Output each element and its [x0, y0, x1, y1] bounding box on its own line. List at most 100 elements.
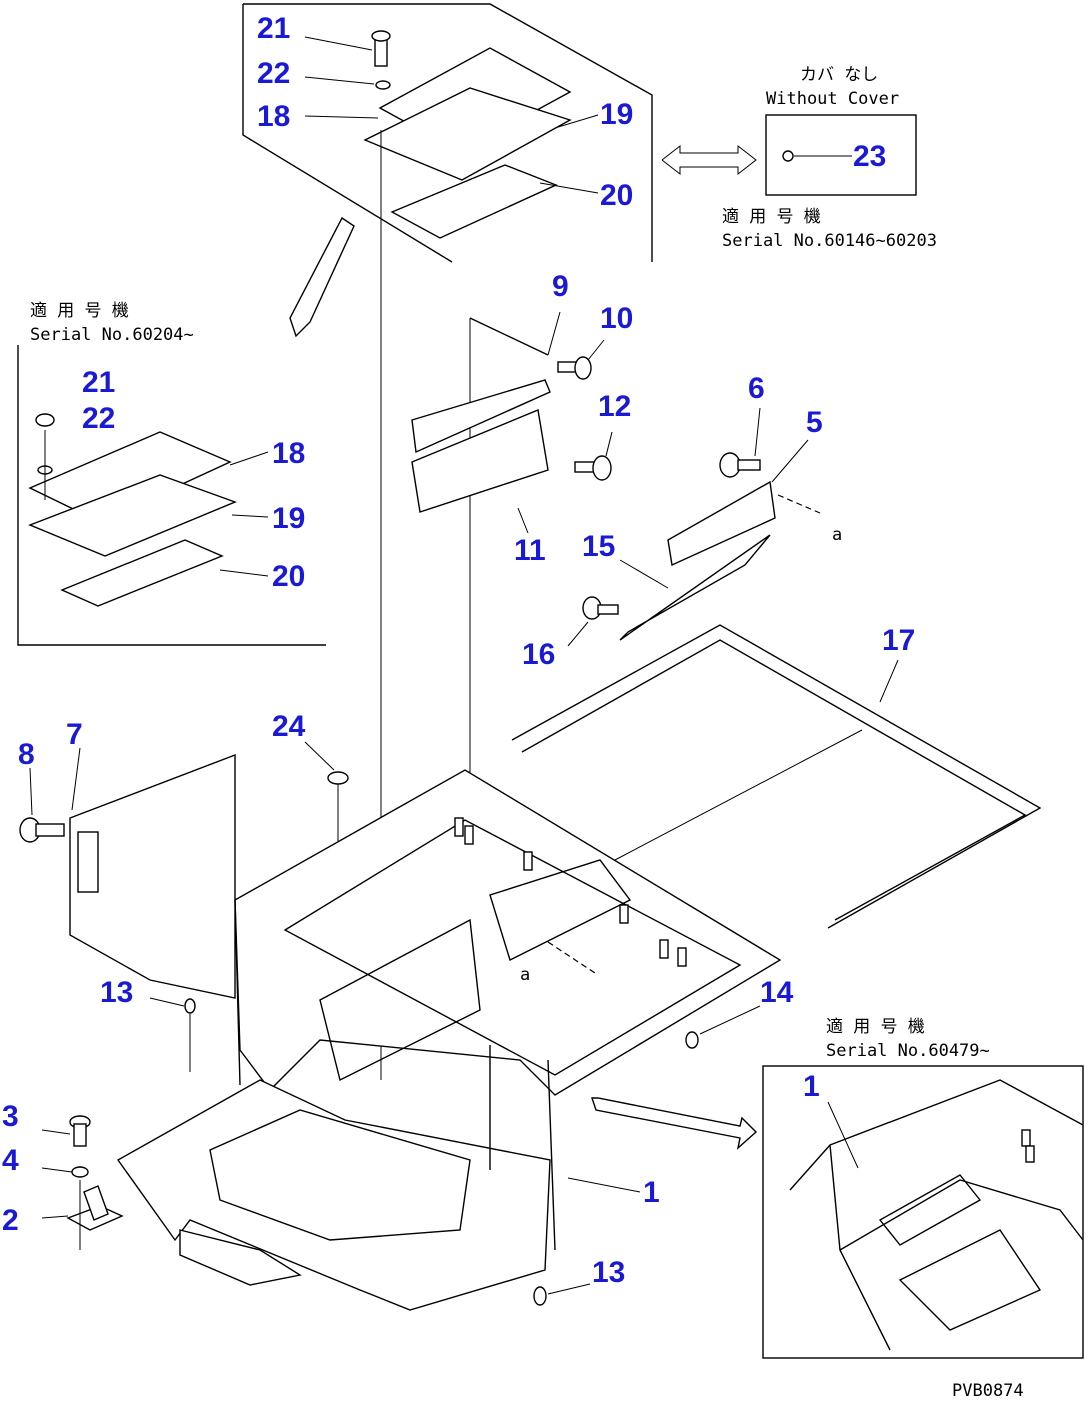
leader-14: [699, 1005, 761, 1035]
inset-plate-20: [60, 539, 224, 607]
leader-22: [304, 76, 375, 85]
bolt-3: [69, 1115, 91, 1147]
callout-1-inset: 1: [803, 1070, 820, 1103]
clip-13-lower: [533, 1286, 547, 1306]
leader-10: [587, 339, 605, 361]
washer-4: [71, 1166, 89, 1178]
inset-gasket-19: [28, 474, 237, 557]
without-cover-box: [765, 114, 917, 196]
inset-frame-detail: [789, 1079, 1084, 1351]
leader-inset-19: [231, 514, 269, 518]
clip-13-upper: [184, 998, 196, 1014]
leader-inset-20: [219, 569, 269, 577]
leader-2: [41, 1215, 69, 1219]
seal-15: [619, 534, 771, 641]
gasket-plate-19: [363, 87, 572, 181]
leader-5: [771, 439, 809, 483]
leader-inset-18: [229, 451, 269, 466]
callout-19-inset: 19: [272, 502, 305, 535]
callout-6: 6: [748, 372, 765, 405]
bolt-21-head: [371, 30, 391, 42]
under-plate-20: [390, 164, 558, 239]
callout-10: 10: [600, 302, 633, 335]
callout-11: 11: [514, 534, 546, 567]
arrow-down-left-icon: [289, 216, 355, 338]
serial-left-en: Serial No.60204~: [30, 325, 194, 345]
callout-4: 4: [2, 1144, 19, 1177]
callout-21-top: 21: [257, 12, 290, 45]
plug-24: [327, 771, 349, 785]
bracket-5: [667, 480, 776, 567]
callout-23: 23: [853, 140, 886, 173]
bolt-16: [582, 596, 619, 620]
leader-13-upper: [149, 997, 185, 1007]
leader-20: [539, 182, 599, 194]
callout-24: 24: [272, 710, 306, 743]
clip-14: [685, 1031, 699, 1049]
double-arrow-icon: [661, 144, 757, 176]
serial-top-en: Serial No.60146~60203: [722, 231, 937, 251]
side-cover-7: [69, 753, 236, 999]
cab-frame-1: [116, 769, 782, 1311]
seal-frame-17: [511, 624, 1042, 929]
without-cover-jp: カバ なし: [800, 65, 878, 85]
bracket-2: [66, 1185, 124, 1231]
washer-22-top: [375, 80, 391, 90]
label-a-lower: a: [520, 965, 530, 985]
callout-13-lower: 13: [592, 1256, 625, 1289]
leader-16: [567, 621, 589, 647]
drawing-code: PVB0874: [952, 1381, 1024, 1401]
callout-20-top: 20: [600, 179, 633, 212]
callout-2: 2: [2, 1204, 19, 1237]
seal-17-guide: [614, 729, 863, 861]
arrow-a-upper: [777, 494, 821, 514]
callout-7: 7: [66, 718, 83, 751]
serial-right-en: Serial No.60479~: [826, 1041, 990, 1061]
leader-21: [304, 36, 373, 51]
leader-13-lower: [547, 1283, 591, 1295]
callout-18-inset: 18: [272, 437, 305, 470]
inset-right-frame: [762, 1065, 1084, 1359]
callout-18-top: 18: [257, 100, 290, 133]
leader-19: [554, 114, 599, 129]
leader-3: [41, 1129, 71, 1135]
leader-15: [619, 559, 669, 589]
bolt-6: [719, 452, 761, 478]
plug-23: [782, 150, 794, 162]
inset-bolt-21: [35, 413, 55, 427]
callout-12: 12: [598, 390, 631, 423]
serial-top-jp: 適 用 号 機: [722, 207, 821, 227]
callout-5: 5: [806, 406, 823, 439]
panel-11: [411, 409, 549, 513]
callout-16: 16: [522, 638, 555, 671]
leader-11: [517, 507, 529, 534]
callout-14: 14: [760, 976, 794, 1009]
without-cover-en: Without Cover: [766, 89, 899, 109]
callout-22-inset: 22: [82, 402, 115, 435]
callout-9: 9: [552, 270, 569, 303]
cover-7-handle: [77, 831, 99, 893]
leader-12: [605, 431, 613, 457]
callout-1: 1: [643, 1176, 660, 1209]
leader-8: [29, 767, 33, 816]
leader-24: [304, 741, 335, 771]
leader-1: [567, 1177, 641, 1193]
callout-13-upper: 13: [100, 976, 133, 1009]
leader-7: [71, 747, 81, 811]
inset-left-frame: [17, 345, 326, 646]
leader-17: [879, 659, 899, 703]
panel-9: [411, 379, 551, 454]
serial-right-jp: 適 用 号 機: [826, 1017, 925, 1037]
bolt-12: [574, 455, 612, 481]
panel-frame-line: [469, 317, 549, 356]
arrow-right-icon: [591, 1097, 758, 1150]
callout-22-top: 22: [257, 57, 290, 90]
leader-18: [304, 115, 379, 119]
callout-21-inset: 21: [82, 366, 115, 399]
callout-19-top: 19: [600, 98, 633, 131]
callout-20-inset: 20: [272, 560, 305, 593]
serial-left-jp: 適 用 号 機: [30, 301, 129, 321]
top-group-frame-left: [242, 4, 453, 263]
